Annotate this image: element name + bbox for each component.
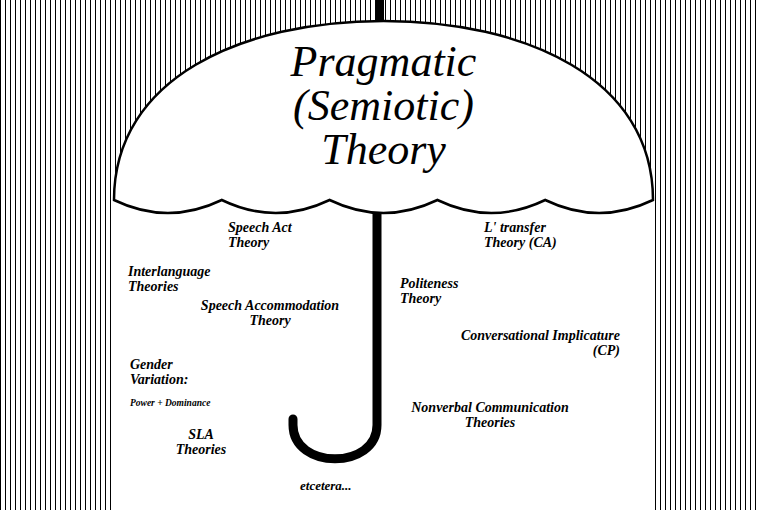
umbrella-canopy: Pragmatic (Semiotic) Theory — [112, 18, 655, 223]
theory-label: SLA Theories — [165, 427, 237, 457]
umbrella-title: Pragmatic (Semiotic) Theory — [259, 40, 509, 172]
theory-label: Speech Act Theory — [228, 220, 333, 250]
theory-label: Power + Dominance — [130, 396, 260, 411]
theory-label: Interlanguage Theories — [128, 264, 248, 294]
canopy-shape — [114, 21, 653, 213]
theory-label: Speech Accommodation Theory — [200, 298, 340, 328]
theory-label: Politeness Theory — [400, 276, 495, 306]
theory-label: Nonverbal Communication Theories — [405, 400, 575, 430]
clear-area — [112, 196, 655, 510]
theory-label: L' transfer Theory (CA) — [484, 220, 589, 250]
theory-label: Conversational Implicature (CP) — [445, 328, 620, 358]
umbrella-handle — [293, 205, 377, 459]
theory-label: etcetera... — [300, 478, 400, 493]
theory-label: Gender Variation: — [130, 357, 215, 387]
